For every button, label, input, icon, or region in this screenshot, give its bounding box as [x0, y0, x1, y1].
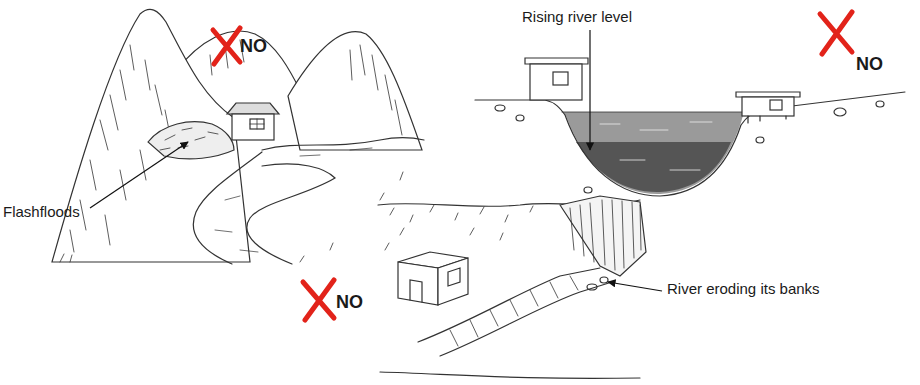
rock: [584, 187, 592, 193]
house-side: [438, 258, 468, 305]
house-door: [410, 280, 422, 302]
window-bars: [250, 119, 264, 129]
debris-marks: [160, 128, 218, 150]
leader-arrows: [90, 30, 662, 291]
house-window: [250, 119, 264, 129]
ground-base: [380, 372, 640, 378]
rock: [600, 277, 608, 283]
mountain-scene: [52, 9, 424, 264]
rock: [834, 108, 846, 116]
leader-arrow: [589, 30, 590, 150]
mountain-hatching: [70, 40, 402, 252]
house-window: [770, 100, 782, 110]
river-bank: [247, 164, 335, 264]
house-wall: [742, 97, 794, 116]
house-roof: [736, 92, 800, 97]
mountain-left: [52, 9, 250, 262]
house-window: [448, 268, 460, 286]
leader-arrow: [90, 142, 188, 208]
leader-arrow: [608, 282, 662, 291]
red-cross: [213, 12, 852, 320]
mountain-right: [288, 32, 422, 150]
rock: [756, 137, 764, 143]
river-bank: [262, 138, 424, 150]
house-roof: [227, 103, 279, 114]
warning-no: NO: [856, 54, 883, 75]
callout-label: River eroding its banks: [667, 280, 820, 297]
red-cross: [820, 12, 852, 54]
red-cross: [213, 28, 240, 64]
water-waves: [600, 122, 712, 170]
ground-tufts: [60, 172, 403, 262]
eroded-cliff: [560, 196, 646, 276]
river-scene: [475, 58, 905, 208]
erosion-scene: [378, 196, 646, 378]
house-front: [398, 262, 438, 305]
grass-tufts: [385, 205, 533, 250]
callout-label: Flashfloods: [3, 203, 80, 220]
warning-no: NO: [240, 36, 267, 57]
house-window: [553, 72, 568, 85]
house-wall: [530, 64, 582, 100]
water-low: [576, 142, 731, 192]
rock: [587, 284, 597, 290]
red-cross: [303, 280, 334, 320]
rock: [495, 105, 505, 111]
ground-profile: [475, 92, 905, 196]
house-roof: [525, 58, 588, 64]
house-wall: [232, 114, 274, 140]
river-bank: [193, 152, 262, 264]
flashflood-debris: [148, 122, 234, 159]
warning-no: NO: [336, 292, 363, 313]
rock: [516, 115, 524, 121]
cliff-hatching: [570, 200, 641, 270]
house-stilts: [748, 116, 786, 123]
rock: [876, 101, 884, 107]
gully-hatching: [450, 276, 578, 346]
callout-label: Rising river level: [522, 8, 632, 25]
river-ripples: [215, 148, 372, 252]
